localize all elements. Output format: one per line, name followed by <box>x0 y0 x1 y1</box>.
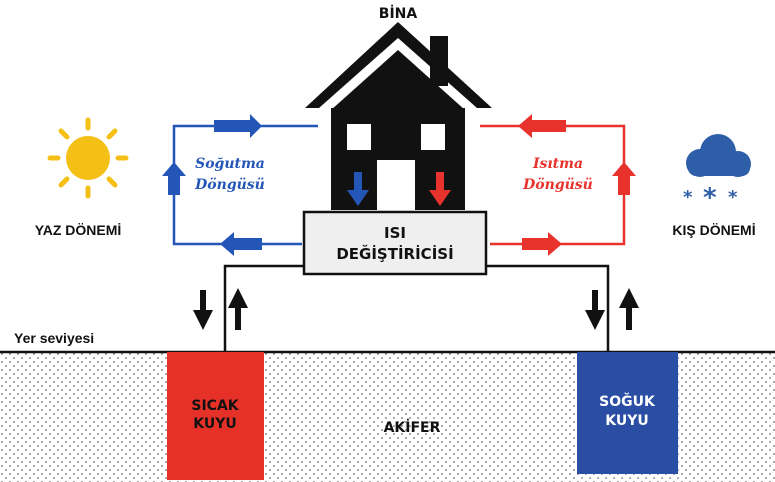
svg-text:*: * <box>683 187 693 208</box>
cold-well-arrow-down <box>585 290 605 330</box>
house-blue-arrow-down <box>347 172 369 206</box>
svg-text:*: * <box>728 187 738 208</box>
cooling-cycle-label-1: Soğutma <box>195 156 265 172</box>
heat-exchanger-label-2: DEĞİŞTİRİCİSİ <box>336 244 453 263</box>
summer-label: YAZ DÖNEMİ <box>35 222 122 238</box>
hot-well-label-2: KUYU <box>193 416 236 432</box>
cooling-arrow-right <box>214 114 262 138</box>
sun-icon <box>47 117 129 199</box>
aquifer-label: AKİFER <box>384 419 441 436</box>
hot-well-arrow-down <box>193 290 213 330</box>
heat-exchanger-box <box>302 210 488 276</box>
cold-well <box>577 352 678 474</box>
heating-arrow-up <box>612 162 636 195</box>
cooling-arrow-up <box>162 162 186 195</box>
house-red-arrow-down <box>429 172 451 206</box>
cooling-arrow-left <box>220 232 262 256</box>
heating-cycle-label-2: Döngüsü <box>522 177 593 193</box>
snow-cloud-icon: * * * <box>683 134 751 213</box>
hot-well-arrow-up <box>228 288 248 330</box>
cold-well-label-1: SOĞUK <box>599 392 656 410</box>
pipe-to-wells <box>223 264 610 352</box>
hot-well <box>167 352 264 480</box>
svg-text:*: * <box>703 183 717 213</box>
hot-well-label-1: SICAK <box>191 398 239 414</box>
house-icon <box>305 22 492 210</box>
heat-exchanger-label-1: ISI <box>384 224 406 242</box>
cold-well-arrow-up <box>619 288 639 330</box>
winter-label: KIŞ DÖNEMİ <box>672 222 755 238</box>
cooling-cycle-label-2: Döngüsü <box>194 177 265 193</box>
heating-cycle-label-1: Isıtma <box>532 156 583 172</box>
heating-arrow-right <box>522 232 562 256</box>
building-label: BİNA <box>379 5 418 22</box>
heating-arrow-left <box>518 114 566 138</box>
cold-well-label-2: KUYU <box>605 413 648 429</box>
ground-level-label: Yer seviyesi <box>14 330 94 346</box>
